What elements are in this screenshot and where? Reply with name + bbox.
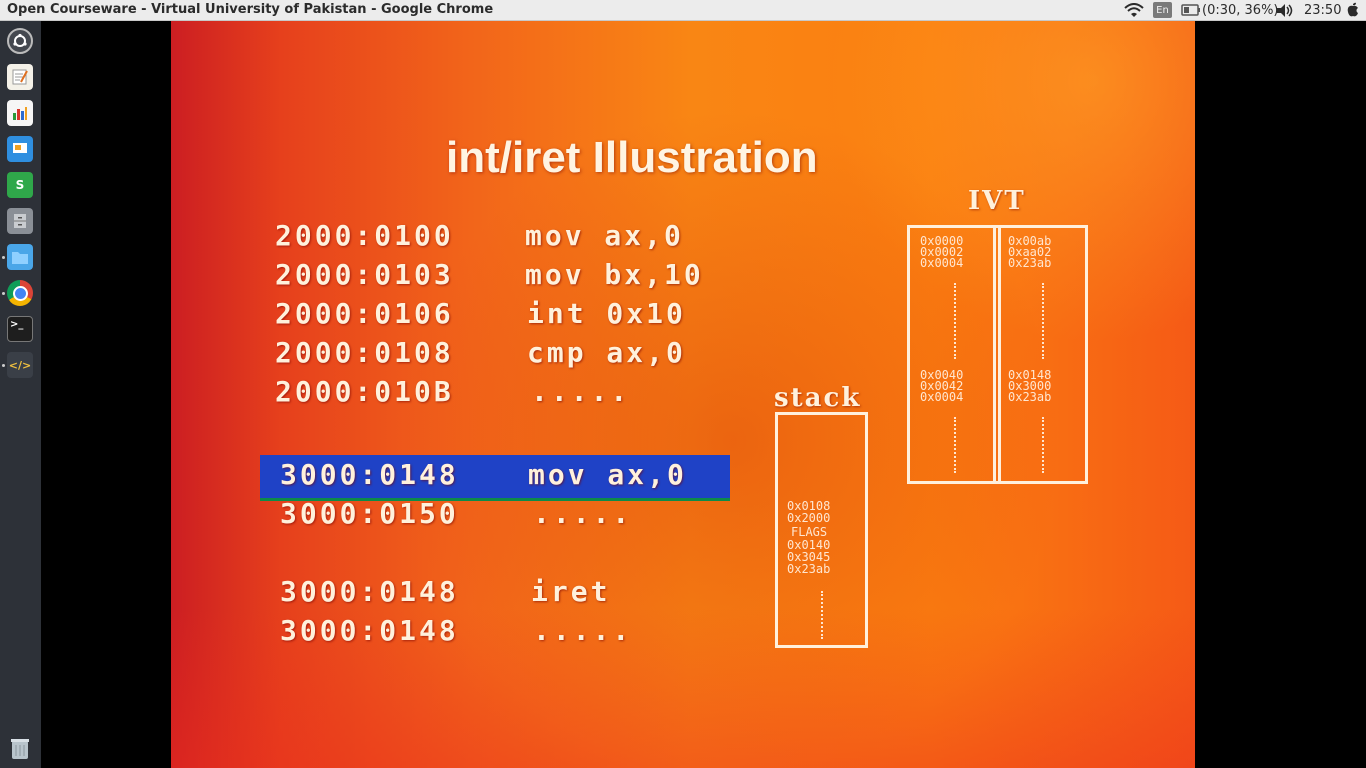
stack-box [775, 412, 868, 648]
address-label: 2000:0100 [275, 219, 454, 252]
instruction-label: mov ax,0 [525, 219, 684, 252]
ivt-ellipsis [954, 417, 956, 473]
trash-icon[interactable] [7, 735, 33, 761]
instruction-label: iret [531, 575, 611, 608]
address-label: 2000:0106 [275, 297, 454, 330]
stack-ellipsis [821, 591, 823, 639]
ivt-ellipsis [1042, 283, 1044, 359]
ivt-ellipsis [954, 283, 956, 359]
address-label: 2000:0103 [275, 258, 454, 291]
ivt-address: 0x0000 [920, 234, 964, 248]
clock[interactable]: 23:50 [1304, 2, 1342, 18]
video-player[interactable]: int/iret Illustration 2000:0100 mov ax,0… [171, 21, 1195, 768]
ivt-address: 0x0004 [920, 256, 964, 270]
ivt-address: 0x0004 [920, 390, 964, 404]
ivt-address: 0x0040 [920, 368, 964, 382]
ubuntu-dash-icon[interactable] [7, 28, 33, 54]
instruction-label: mov ax,0 [528, 458, 687, 491]
ivt-value: 0x23ab [1008, 390, 1052, 404]
instruction-label: cmp ax,0 [527, 336, 686, 369]
ivt-address: 0x0042 [920, 379, 964, 393]
battery-icon[interactable] [1181, 2, 1201, 18]
instruction-label: int 0x10 [527, 297, 686, 330]
presentation-icon[interactable] [7, 136, 33, 162]
ivt-address: 0x0002 [920, 245, 964, 259]
ivt-label: IVT [968, 186, 1026, 216]
ivt-ellipsis [1042, 417, 1044, 473]
highlighted-row [260, 455, 730, 501]
launcher: S >_ </> [0, 21, 41, 768]
slide-title: int/iret Illustration [446, 133, 818, 182]
slides-app-icon[interactable]: S [7, 172, 33, 198]
address-label: 2000:0108 [275, 336, 454, 369]
text-editor-icon[interactable] [7, 64, 33, 90]
ivt-value: 0xaa02 [1008, 245, 1052, 259]
ivt-divider [993, 225, 1001, 484]
ivt-value: 0x23ab [1008, 256, 1052, 270]
instruction-label: ..... [533, 497, 633, 530]
stack-entry: 0x23ab [787, 562, 831, 576]
power-icon[interactable] [1346, 2, 1360, 18]
top-panel: Open Courseware - Virtual University of … [0, 0, 1366, 21]
file-cabinet-icon[interactable] [7, 208, 33, 234]
ivt-value: 0x00ab [1008, 234, 1052, 248]
stack-entry: FLAGS [791, 525, 828, 539]
instruction-label: mov bx,10 [525, 258, 704, 291]
running-indicator [2, 256, 5, 259]
stack-entry: 0x2000 [787, 511, 831, 525]
files-icon[interactable] [7, 244, 33, 270]
volume-icon[interactable] [1276, 2, 1294, 18]
wifi-icon[interactable] [1124, 2, 1144, 18]
stack-entry: 0x0108 [787, 499, 831, 513]
stack-label: stack [774, 383, 862, 413]
ivt-value: 0x0148 [1008, 368, 1052, 382]
running-indicator [2, 292, 5, 295]
address-label: 3000:0150 [280, 497, 459, 530]
ivt-table [907, 225, 1088, 484]
terminal-icon[interactable]: >_ [7, 316, 33, 342]
address-label: 3000:0148 [280, 575, 459, 608]
address-label: 3000:0148 [280, 458, 459, 491]
spreadsheet-icon[interactable] [7, 100, 33, 126]
window-title: Open Courseware - Virtual University of … [7, 2, 494, 17]
running-indicator [2, 364, 5, 367]
address-label: 2000:010B [275, 375, 454, 408]
stack-entry: 0x3045 [787, 550, 831, 564]
code-editor-icon[interactable]: </> [7, 352, 33, 378]
keyboard-layout-indicator[interactable]: En [1153, 2, 1172, 18]
instruction-label: ..... [531, 375, 631, 408]
stack-entry: 0x0140 [787, 538, 831, 552]
address-label: 3000:0148 [280, 614, 459, 647]
ivt-value: 0x3000 [1008, 379, 1052, 393]
battery-status[interactable]: (0:30, 36%) [1202, 2, 1279, 18]
instruction-label: ..... [533, 614, 633, 647]
chrome-icon[interactable] [7, 280, 33, 306]
